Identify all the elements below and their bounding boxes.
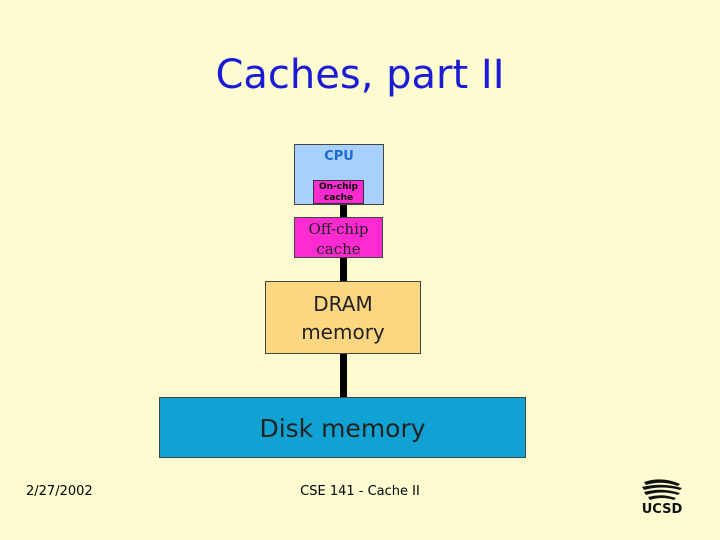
disk-memory-label: Disk memory <box>259 414 426 443</box>
slide-title: Caches, part II <box>215 52 505 98</box>
cpu-label: CPU <box>324 149 354 164</box>
bus-connector-offchip-dram <box>340 257 347 282</box>
off-chip-cache-label: Off-chip cache <box>295 218 382 259</box>
bus-connector-cpu-offchip <box>340 204 347 218</box>
on-chip-cache-box: On-chip cache <box>313 180 364 204</box>
disk-memory-box: Disk memory <box>159 397 526 458</box>
on-chip-cache-line2: cache <box>323 193 354 203</box>
ucsd-logo: UCSD <box>636 478 688 520</box>
dram-memory-box: DRAM memory <box>265 281 421 354</box>
on-chip-cache-line1: On-chip <box>318 182 359 192</box>
footer-course: CSE 141 - Cache II <box>300 484 420 499</box>
dram-memory-line1: DRAM <box>313 292 373 316</box>
bus-connector-dram-disk <box>340 353 347 398</box>
dram-memory-line2: memory <box>301 320 385 344</box>
off-chip-cache-line1: Off-chip <box>308 220 369 238</box>
on-chip-cache-label: On-chip cache <box>314 181 363 204</box>
dram-memory-label: DRAM memory <box>266 282 420 346</box>
off-chip-cache-line2: cache <box>316 240 361 258</box>
ucsd-logo-icon <box>642 479 682 500</box>
ucsd-logo-text: UCSD <box>641 502 683 517</box>
footer-date: 2/27/2002 <box>26 484 93 499</box>
off-chip-cache-box: Off-chip cache <box>294 217 383 258</box>
